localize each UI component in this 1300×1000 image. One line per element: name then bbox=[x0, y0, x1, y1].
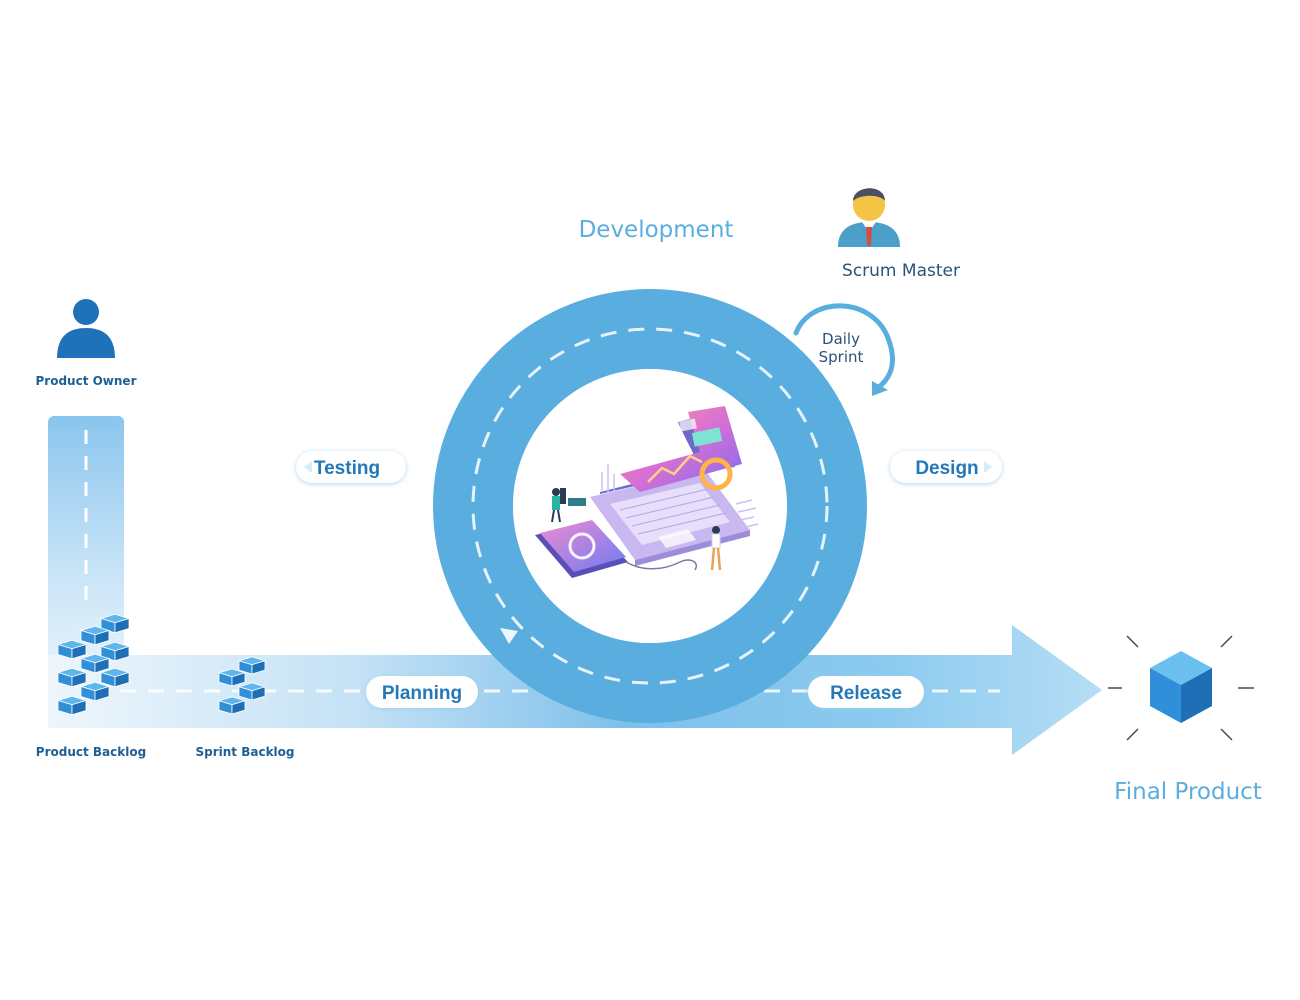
phase-pill-release: Release bbox=[808, 676, 924, 708]
phase-label-development: Development bbox=[579, 217, 734, 243]
daily-sprint-loop: Daily Sprint bbox=[793, 303, 895, 396]
daily-sprint-label-line1: Daily bbox=[822, 330, 860, 348]
final-product-glow-rays bbox=[1108, 635, 1254, 741]
phase-pill-design: Design bbox=[890, 451, 1002, 483]
final-product-cube-icon bbox=[1150, 651, 1212, 723]
phase-label-release: Release bbox=[830, 683, 902, 704]
developer-laptop-illustration bbox=[535, 406, 759, 578]
artifact-label-sprint-backlog: Sprint Backlog bbox=[195, 745, 294, 759]
product-owner-icon bbox=[57, 299, 115, 358]
phase-pill-planning: Planning bbox=[366, 676, 478, 708]
final-product: Final Product bbox=[1108, 635, 1262, 805]
ring-direction-arrow-icon bbox=[500, 628, 518, 644]
phase-pill-testing: Testing bbox=[296, 451, 406, 483]
product-owner-role: Product Owner bbox=[35, 299, 137, 388]
scrum-master-icon bbox=[838, 188, 900, 247]
product-backlog-cubes: Product Backlog bbox=[36, 613, 146, 759]
backlog-cube-icon bbox=[217, 668, 247, 687]
backlog-cube-icon bbox=[99, 667, 131, 688]
role-label-scrum-master: Scrum Master bbox=[842, 261, 960, 281]
sprint-backlog-cubes: Sprint Backlog bbox=[195, 656, 295, 759]
backlog-cube-icon bbox=[56, 695, 88, 716]
phase-label-design: Design bbox=[915, 458, 978, 479]
backlog-cube-icon bbox=[56, 639, 88, 660]
daily-sprint-arrowhead-icon bbox=[872, 381, 888, 396]
designer-figure bbox=[710, 526, 722, 571]
backlog-cube-icon bbox=[217, 696, 247, 715]
artifact-label-product-backlog: Product Backlog bbox=[36, 745, 146, 759]
artifact-label-final-product: Final Product bbox=[1114, 779, 1262, 805]
scrum-master-role: Scrum Master bbox=[838, 188, 960, 281]
phase-label-testing: Testing bbox=[314, 458, 380, 479]
developer-figure bbox=[551, 488, 586, 523]
backlog-cube-icon bbox=[56, 667, 88, 688]
backlog-cube-icon bbox=[79, 681, 111, 702]
backlog-cube-icon bbox=[237, 656, 267, 675]
daily-sprint-label-line2: Sprint bbox=[819, 348, 864, 366]
role-label-product-owner: Product Owner bbox=[35, 374, 136, 388]
backlog-cube-icon bbox=[237, 682, 267, 701]
backlog-cube-icon bbox=[79, 653, 111, 674]
phase-label-planning: Planning bbox=[382, 683, 462, 704]
backlog-cube-icon bbox=[79, 625, 111, 646]
